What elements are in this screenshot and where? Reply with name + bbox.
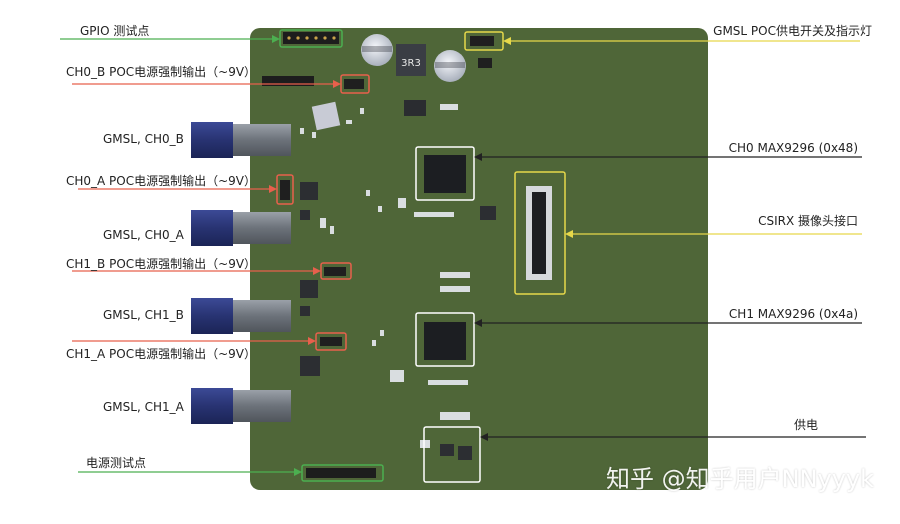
small-components (300, 100, 496, 460)
pcb-board (250, 28, 708, 490)
max9296-ch0-chip (424, 155, 466, 193)
callout-box-csirx (514, 171, 566, 295)
label-ch0b-poc: CH0_B POC电源强制输出（~9V） (66, 65, 257, 79)
label-gmsl-poc-switch: GMSL POC供电开关及指示灯 (713, 24, 872, 38)
leader-ch0b-poc (72, 80, 341, 88)
watermark: 知乎 @知乎用户NNyyyk (605, 465, 874, 493)
capacitor (434, 50, 466, 82)
label-ch1-max9296: CH1 MAX9296 (0x4a) (728, 307, 858, 321)
connector-ch0a (191, 210, 291, 246)
label-csirx: CSIRX 摄像头接口 (758, 214, 858, 228)
callout-box-power (423, 426, 481, 483)
jumper-ch0a (280, 180, 290, 200)
jumper-ch1a (320, 337, 342, 346)
callout-box-ch1a-poc (315, 332, 347, 351)
csirx-connector (526, 186, 552, 280)
callout-box-power-test (301, 464, 384, 482)
max9296-ch1-chip (424, 322, 466, 360)
label-gmsl-ch0a: GMSL, CH0_A (103, 228, 184, 242)
inductor-3r3 (396, 44, 426, 76)
gpio-header (283, 32, 339, 44)
jumper-ch0b (344, 79, 364, 89)
capacitor (361, 34, 393, 66)
leader-ch1a-poc (72, 337, 316, 345)
leader-power-test (78, 468, 302, 476)
label-gmsl-ch0b: GMSL, CH0_B (103, 132, 184, 146)
jumper-right (478, 58, 492, 68)
header-ch0b (262, 76, 314, 86)
connector-ch0b (191, 122, 291, 158)
leader-csirx (565, 230, 862, 238)
label-gmsl-ch1a: GMSL, CH1_A (103, 400, 184, 414)
poc-switch (470, 36, 494, 46)
callout-box-ch0-max (415, 146, 475, 201)
leader-ch1b-poc (72, 267, 321, 275)
label-gpio-test: GPIO 测试点 (80, 24, 150, 38)
power-test-header (306, 468, 376, 478)
leader-gpio (60, 35, 280, 43)
connector-ch1a (191, 388, 291, 424)
leader-ch0-max (474, 153, 862, 161)
label-power-test: 电源测试点 (86, 456, 147, 470)
jumper-ch1b (324, 267, 346, 276)
leader-ch1-max (474, 319, 862, 327)
label-ch0a-poc: CH0_A POC电源强制输出（~9V） (66, 174, 257, 188)
inductor-silk: 3R3 (401, 58, 421, 69)
connector-ch1b (191, 298, 291, 334)
callout-box-ch0a-poc (276, 174, 294, 205)
label-gmsl-ch1b: GMSL, CH1_B (103, 308, 184, 322)
leader-power (480, 433, 866, 441)
label-power: 供电 (793, 418, 818, 432)
callout-box-gpio (279, 29, 343, 48)
leader-poc-switch (503, 37, 860, 45)
label-ch1b-poc: CH1_B POC电源强制输出（~9V） (66, 257, 257, 271)
leader-ch0a-poc (78, 185, 277, 193)
label-ch0-max9296: CH0 MAX9296 (0x48) (728, 141, 858, 155)
label-ch1a-poc: CH1_A POC电源强制输出（~9V） (66, 347, 257, 361)
callout-box-ch1-max (415, 312, 475, 367)
